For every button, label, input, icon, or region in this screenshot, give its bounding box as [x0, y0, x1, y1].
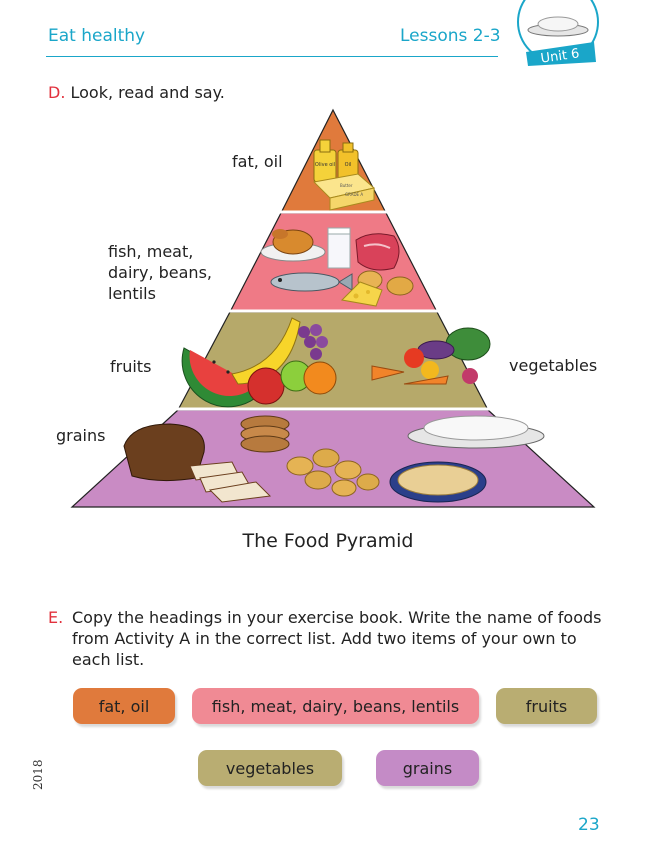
label-fruits: fruits: [110, 357, 152, 376]
potato-icon: [357, 270, 414, 296]
tag-grains: grains: [376, 750, 479, 786]
tag-fruits: fruits: [496, 688, 597, 724]
header-title: Eat healthy: [48, 26, 146, 46]
apple-icon: [247, 360, 312, 405]
page-number: 23: [578, 815, 600, 835]
tag-fat-oil: fat, oil: [73, 688, 175, 724]
label-grains: grains: [56, 426, 106, 445]
cheese-icon: [340, 281, 383, 307]
unit-badge: Unit 6: [517, 0, 599, 66]
unit-label: Unit 6: [540, 46, 581, 66]
butter-icon: Butter GRADE A: [312, 173, 376, 211]
tag-fish-meat-dairy: fish, meat, dairy, beans, lentils: [192, 688, 479, 724]
meat-icon: [355, 233, 400, 271]
footer-year: 2018: [31, 759, 45, 790]
activity-d-letter: D.: [48, 83, 66, 102]
flatbread-plate-icon: [389, 461, 487, 503]
watermelon-icon: [181, 347, 263, 408]
potatoes-icon: [286, 448, 380, 497]
fish-icon: [270, 272, 353, 292]
activity-e-instruction: E. Copy the headings in your exercise bo…: [48, 607, 608, 670]
grade-label: GRADE A: [345, 192, 363, 197]
rice-plate-icon: [407, 415, 545, 449]
grapes-icon: [298, 324, 328, 360]
vegetables-icon: [371, 327, 491, 385]
header-lessons: Lessons 2-3: [400, 26, 501, 46]
activity-e-text: Copy the headings in your exercise book.…: [72, 608, 602, 669]
label-fish-line-3: lentils: [108, 284, 156, 303]
olive-oil-label: Olive oil: [315, 162, 335, 168]
pyramid-title: The Food Pyramid: [242, 530, 414, 552]
label-fat-oil: fat, oil: [232, 152, 283, 171]
cookies-icon: [240, 415, 290, 453]
activity-e-letter: E.: [48, 608, 64, 627]
rice-plate-icon: [527, 16, 589, 37]
label-fish-meat: fish, meat, dairy, beans, lentils: [108, 241, 212, 304]
activity-d-text: Look, read and say.: [70, 83, 225, 102]
butter-label: Butter: [340, 183, 353, 188]
food-pyramid: Olive oil Oil Butter GRADE A: [70, 108, 596, 508]
orange-icon: [303, 361, 337, 395]
tag-vegetables: vegetables: [198, 750, 342, 786]
milk-glass-icon: [327, 227, 351, 269]
activity-d-instruction: D. Look, read and say.: [48, 83, 225, 102]
label-fish-line-2: dairy, beans,: [108, 263, 212, 282]
roast-chicken-icon: [260, 229, 326, 262]
oil-label: Oil: [345, 162, 352, 168]
oil-bottles-icon: Olive oil Oil: [313, 139, 359, 183]
label-fish-line-1: fish, meat,: [108, 242, 194, 261]
label-vegetables: vegetables: [509, 356, 598, 375]
bread-icon: [123, 423, 272, 503]
header-divider: [46, 56, 498, 57]
